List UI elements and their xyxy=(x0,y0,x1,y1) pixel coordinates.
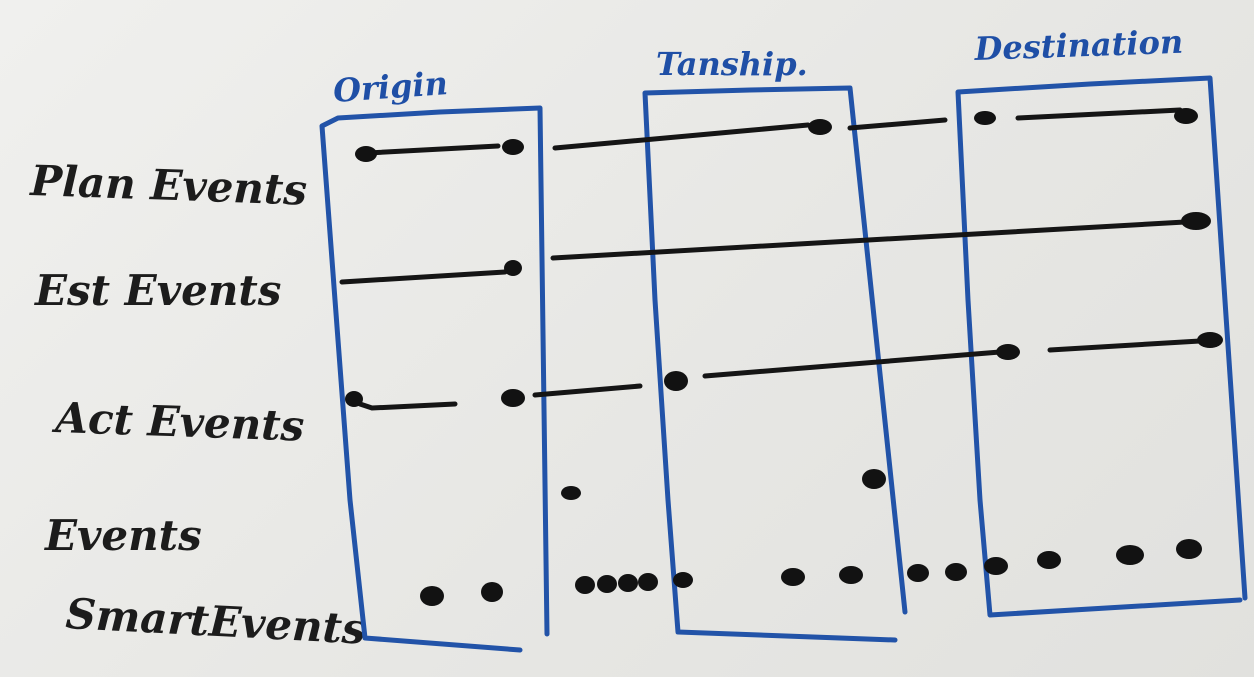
plan-line-origin xyxy=(365,143,501,156)
column-title-origin: Origin xyxy=(332,64,449,110)
plan-dot xyxy=(502,139,524,155)
est-dot xyxy=(1181,212,1211,230)
act-line-origin xyxy=(357,401,458,411)
act-dot xyxy=(996,344,1020,360)
est-dot xyxy=(504,260,522,276)
smart-event-dot xyxy=(673,572,693,588)
act-line-destination xyxy=(1047,338,1203,353)
smart-event-dot xyxy=(781,568,805,586)
plan-events-row xyxy=(355,107,1198,162)
row-label-smart-events: SmartEvents xyxy=(64,589,366,654)
smart-event-dot xyxy=(618,574,638,592)
smart-event-dot xyxy=(420,586,444,606)
row-label-est-events: Est Events xyxy=(34,266,281,315)
destination-column-box xyxy=(955,75,1248,618)
plan-dot xyxy=(808,119,832,135)
column-title-destination: Destination xyxy=(973,23,1184,68)
event-dot xyxy=(561,486,581,500)
act-dot xyxy=(501,389,525,407)
smart-event-dot xyxy=(1176,539,1202,559)
plan-dot xyxy=(1174,108,1198,124)
smart-event-dot xyxy=(597,575,617,593)
smart-events-row xyxy=(420,539,1202,606)
plan-line-destination xyxy=(1015,107,1183,121)
column-title-tanship: Tanship. xyxy=(656,45,808,83)
smart-event-dot xyxy=(839,566,863,584)
row-label-act-events: Act Events xyxy=(51,393,305,451)
smart-event-dot xyxy=(481,582,503,602)
act-dot xyxy=(1197,332,1223,348)
act-line-origin-tanship xyxy=(532,383,643,398)
smart-event-dot xyxy=(945,563,967,581)
act-events-row xyxy=(345,332,1223,411)
event-dot xyxy=(862,469,886,489)
plan-line-origin-tanship xyxy=(552,122,811,151)
est-line-origin xyxy=(339,269,508,285)
smart-event-dot xyxy=(907,564,929,582)
act-dot xyxy=(664,371,688,391)
row-label-events: Events xyxy=(44,511,202,560)
plan-line-tanship-destination xyxy=(847,117,948,131)
plan-dot xyxy=(355,146,377,162)
act-line-tanship-destination xyxy=(702,349,1003,379)
smart-event-dot xyxy=(984,557,1008,575)
smart-event-dot xyxy=(575,576,595,594)
events-row xyxy=(561,469,886,500)
act-dot xyxy=(345,391,363,407)
smart-event-dot xyxy=(638,573,658,591)
smart-event-dot xyxy=(1116,545,1144,565)
est-line-long xyxy=(550,219,1188,261)
row-label-plan-events: Plan Events xyxy=(29,156,308,215)
tanship-column-box xyxy=(642,85,908,643)
plan-dot xyxy=(974,111,996,125)
est-events-row xyxy=(339,212,1211,285)
smart-event-dot xyxy=(1037,551,1061,569)
origin-column-box xyxy=(319,105,550,653)
